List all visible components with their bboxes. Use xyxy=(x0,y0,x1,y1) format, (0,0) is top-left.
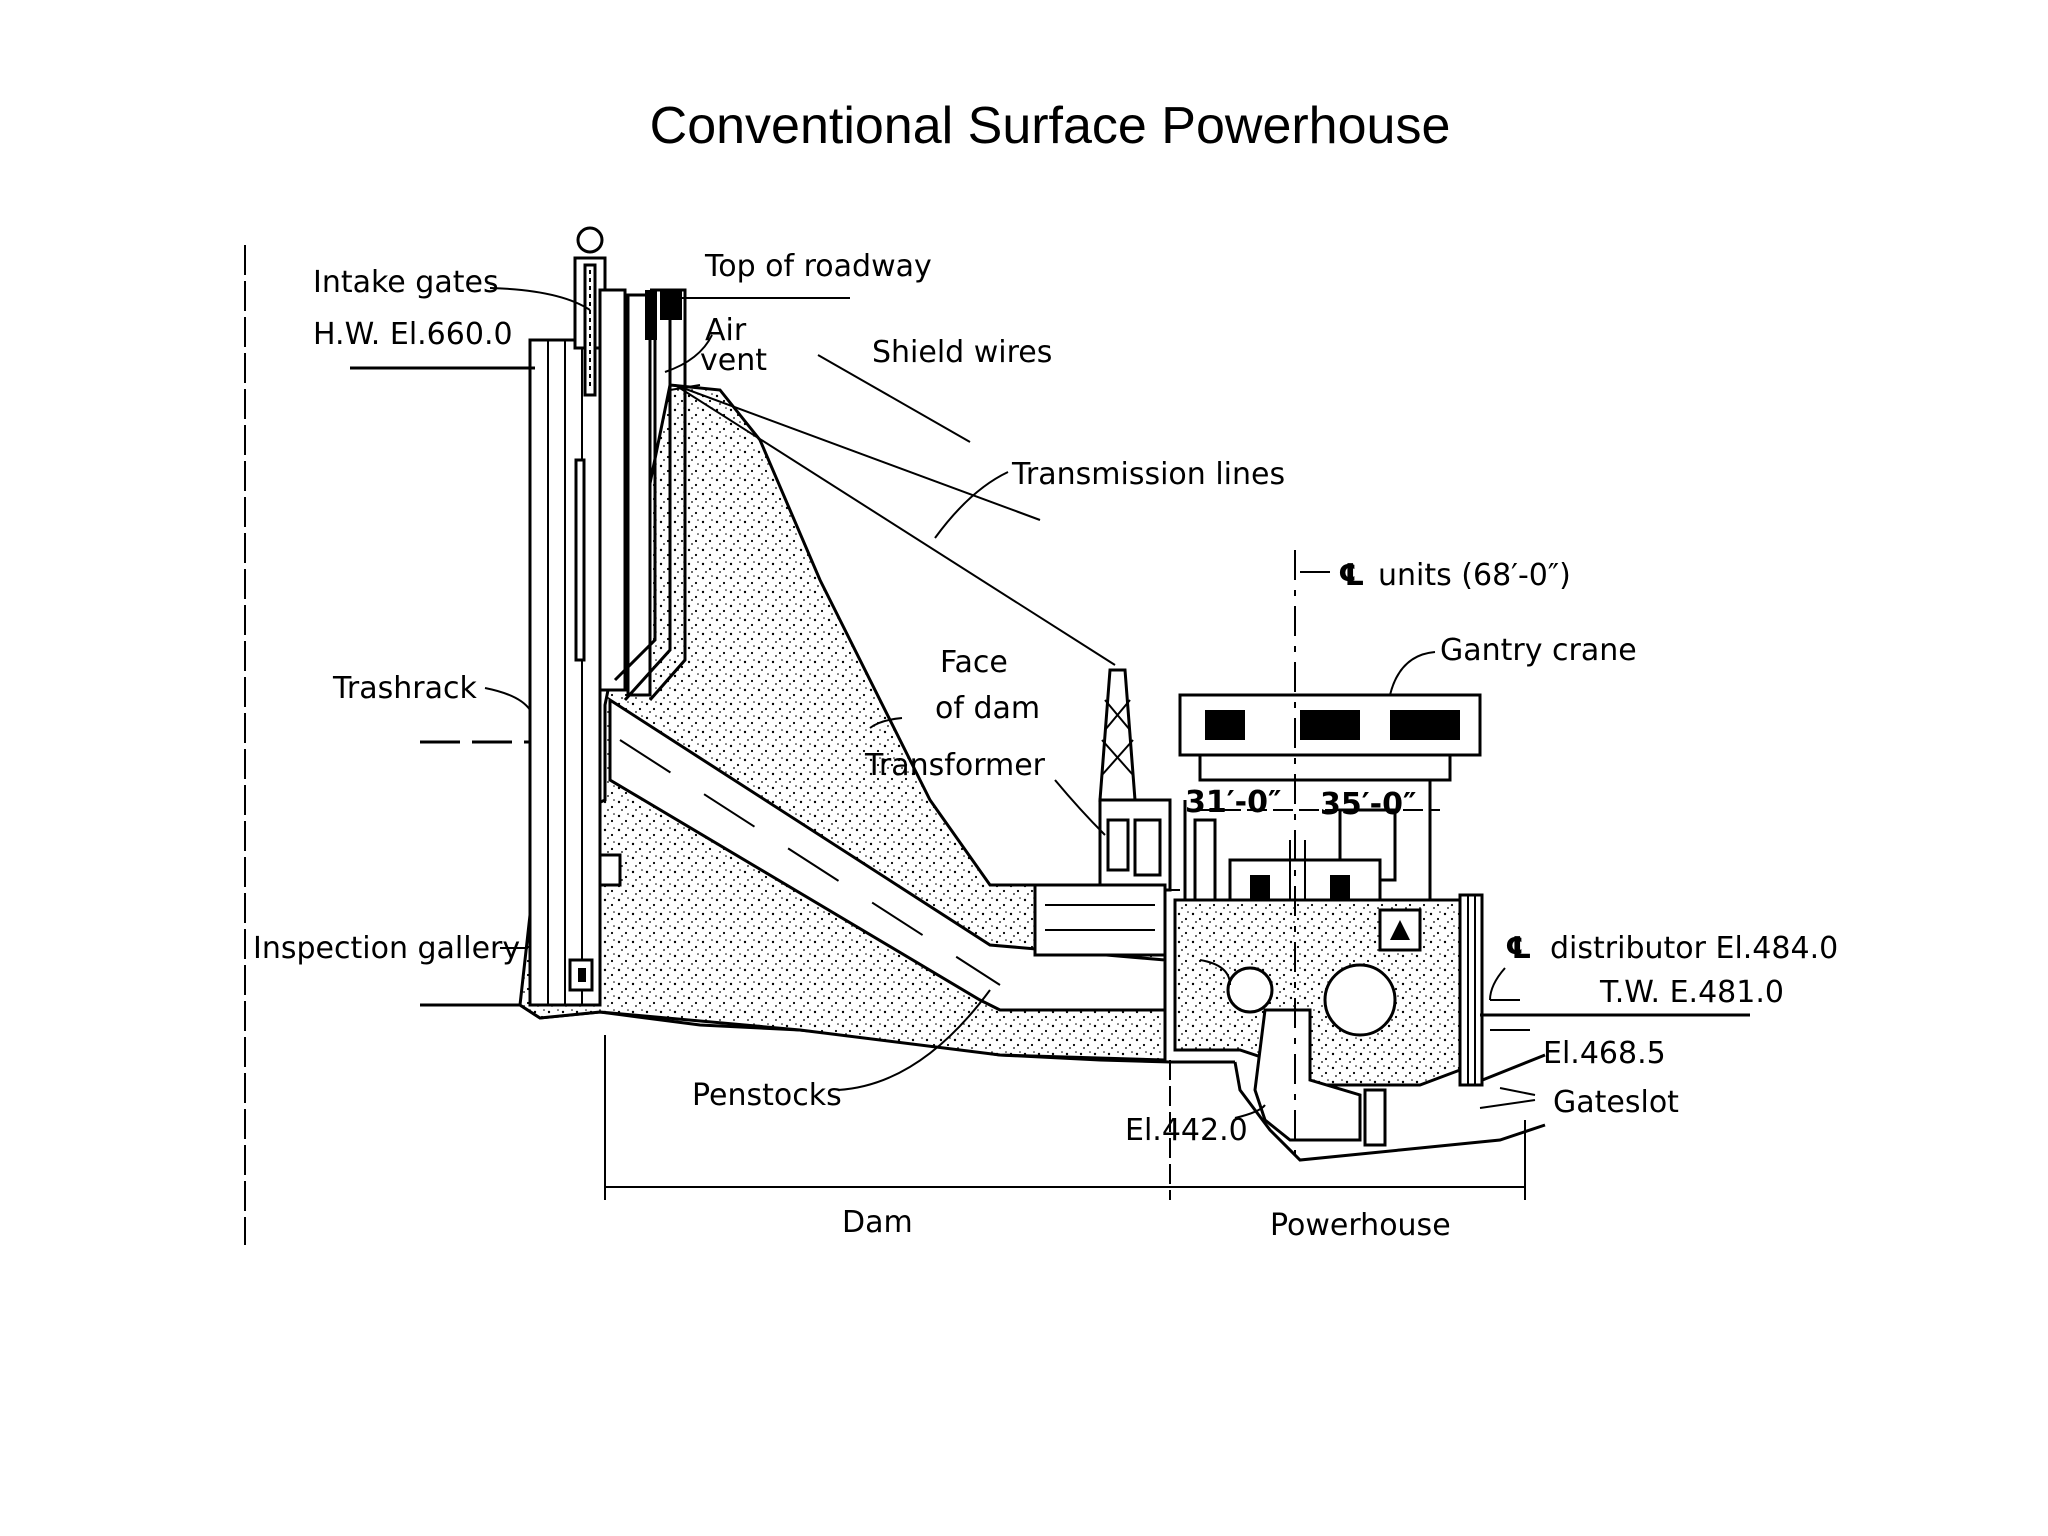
inspection-gallery-label: Inspection gallery xyxy=(253,931,520,966)
powerhouse xyxy=(1173,693,1484,1147)
of-dam-label: of dam xyxy=(935,691,1040,726)
spiral-case-right xyxy=(1323,963,1397,1037)
top-of-roadway-label: Top of roadway xyxy=(704,249,932,284)
leader-lines xyxy=(484,287,1536,1119)
penstock xyxy=(608,697,1167,1012)
transformer-label: Transformer xyxy=(864,748,1046,783)
page-title: Conventional Surface Powerhouse xyxy=(649,97,1451,155)
svg-text:℄: ℄ xyxy=(1505,931,1532,966)
centerline-icon: ℄ xyxy=(1338,558,1365,593)
tailwater-label: T.W. E.481.0 xyxy=(1599,975,1784,1010)
hoist-wheel-icon xyxy=(576,226,604,254)
centerline-icon: ℄ xyxy=(1505,931,1532,966)
svg-text:℄: ℄ xyxy=(1338,558,1365,593)
shield-wires-label: Shield wires xyxy=(872,335,1052,370)
dim-35-label: 35′-0″ xyxy=(1320,787,1416,822)
powerhouse-label: Powerhouse xyxy=(1270,1208,1451,1243)
air-label: Air xyxy=(705,313,747,348)
vent-label: vent xyxy=(700,343,767,378)
dim-31-label: 31′-0″ xyxy=(1185,785,1281,820)
centerline-units-label: units (68′-0″) xyxy=(1378,558,1571,593)
el-468-label: El.468.5 xyxy=(1543,1036,1666,1071)
face-label: Face xyxy=(940,645,1008,680)
transmission-wires xyxy=(669,384,1116,666)
el-442-label: El.442.0 xyxy=(1125,1113,1248,1148)
dam-label: Dam xyxy=(842,1205,913,1240)
transformer-tower xyxy=(1090,668,1180,892)
upstream-wall xyxy=(528,338,602,1007)
gateslot-label: Gateslot xyxy=(1553,1085,1679,1120)
intake-tower xyxy=(573,226,687,701)
dimension-lines xyxy=(604,1035,1526,1200)
gallery-opening xyxy=(598,853,622,887)
deck-structure xyxy=(1033,883,1167,957)
gantry-crane-label: Gantry crane xyxy=(1440,633,1637,668)
distributor-label: distributor El.484.0 xyxy=(1550,931,1838,966)
draft-tube xyxy=(1253,1008,1362,1142)
transmission-lines-label: Transmission lines xyxy=(1011,457,1285,492)
spiral-case-left xyxy=(1226,966,1274,1014)
hw-elevation-label: H.W. El.660.0 xyxy=(313,317,513,352)
penstocks-label: Penstocks xyxy=(692,1078,842,1113)
trashrack-label: Trashrack xyxy=(332,671,477,706)
intake-gates-label: Intake gates xyxy=(313,265,499,300)
